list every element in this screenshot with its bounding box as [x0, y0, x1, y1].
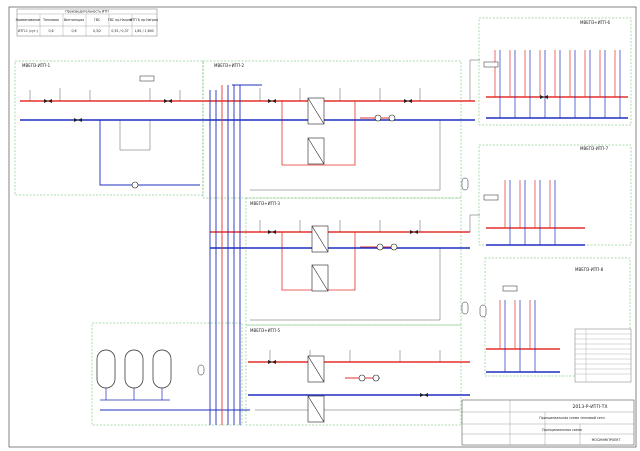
spec-table-title: Производительность ИТП: [65, 10, 109, 14]
zone-7-label: МВЕПЗ-ИТП-7: [580, 146, 609, 151]
return-loop-z1: [99, 120, 200, 186]
valve-10: [540, 95, 548, 99]
vertical-trunks: [209, 84, 262, 425]
device-z8: [479, 304, 487, 318]
spec-header-4: ГВС: [94, 18, 101, 22]
spec-cell-3: 0,6: [71, 29, 76, 33]
zone-labels: МВЕПЗ-ИТП-1 МВЕПЗ+ИТП-2 МВЕПЗ+ИТП-3 МВЕП…: [22, 20, 611, 333]
spec-cell-1: ИТП-1 (сут.): [18, 29, 38, 33]
drawing-frame: [8, 6, 637, 448]
zone-3-label: МВЕПЗ+ИТП-3: [250, 201, 281, 206]
pump-z3-1: [376, 243, 384, 251]
zone-2-boundary: [202, 60, 462, 199]
return-pipelines: [20, 117, 628, 411]
zone-8-label: МВЕПЗ-ИТП-8: [575, 267, 604, 272]
zone-6-label: МВЕПЗ+ИТП-6: [580, 20, 611, 25]
zone6-risers: [494, 50, 621, 118]
spec-cell-4: 0,3/2: [93, 29, 101, 33]
expansion-tank-2: [124, 349, 144, 389]
pump-z2-1: [374, 114, 382, 122]
box-z1: [139, 75, 155, 82]
valve-5: [404, 99, 412, 103]
box-z7: [483, 194, 499, 201]
legend-table: [574, 328, 632, 383]
valve-8: [268, 360, 276, 364]
spec-table: Производительность ИТП Наименование Тепл…: [16, 8, 158, 37]
title-block-sheet: Принципиальная схема: [542, 428, 582, 432]
zone-2-label: МВЕПЗ+ИТП-2: [214, 63, 245, 68]
spec-header-3: Вентиляция: [64, 18, 84, 22]
valve-2: [74, 118, 82, 122]
valve-7: [410, 230, 418, 234]
valves: [44, 95, 548, 397]
pump-z3-2: [390, 243, 398, 251]
zone-8-boundary: [484, 257, 631, 377]
valve-9: [420, 393, 428, 397]
zone-1-label: МВЕПЗ-ИТП-1: [22, 63, 51, 68]
pump-z5-1: [358, 374, 366, 382]
pump-z1-1: [131, 181, 139, 189]
spec-cell-6: 1,85 / 1,600: [134, 29, 153, 33]
zone-1-boundary: [14, 60, 204, 196]
pump-z5-2: [372, 374, 380, 382]
box-z6: [483, 61, 499, 68]
zone-4-boundary: [91, 322, 243, 426]
expansion-tank-1: [96, 349, 116, 389]
spec-cell-5: 0,35 / 0,37: [111, 29, 128, 33]
device-z3: [461, 301, 469, 315]
spec-header-5: ГВС пр.Нагрев: [108, 18, 132, 22]
spec-header-1: Наименование: [16, 18, 41, 22]
zone8-risers: [499, 300, 536, 372]
valve-6: [268, 230, 276, 234]
zone-3-boundary: [245, 197, 462, 326]
device-z2: [461, 177, 469, 191]
expansion-tank-3: [152, 349, 172, 389]
valve-1: [44, 99, 52, 103]
device-z4: [197, 364, 205, 376]
pumps: [131, 114, 398, 382]
title-block-org: МОСИНЖПРОЕКТ: [592, 438, 621, 442]
expansion-tanks: [96, 349, 172, 401]
title-block-code: 2013-Р-ИТП-ТХ: [572, 404, 607, 410]
valve-3: [164, 99, 172, 103]
spec-header-6: ИТП Б пр.Нагрев: [130, 18, 158, 22]
valve-4: [268, 99, 276, 103]
title-block-description: Принципиальная схема тепловой сети: [539, 416, 604, 420]
zone-boundaries: [14, 17, 632, 426]
supply-loop-z2a: [281, 101, 356, 166]
zone-5-label: МВЕПЗ+ИТП-5: [250, 328, 281, 333]
zone7-risers: [504, 180, 556, 245]
small-devices: [139, 61, 518, 376]
box-z8: [502, 285, 518, 292]
pump-z2-2: [388, 114, 396, 122]
heat-exchangers: [307, 97, 329, 423]
spec-header-2: Тепловая: [42, 18, 59, 22]
spec-cell-2: 0,6: [48, 29, 53, 33]
title-block: 2013-Р-ИТП-ТХ Принципиальная схема тепло…: [461, 399, 635, 446]
